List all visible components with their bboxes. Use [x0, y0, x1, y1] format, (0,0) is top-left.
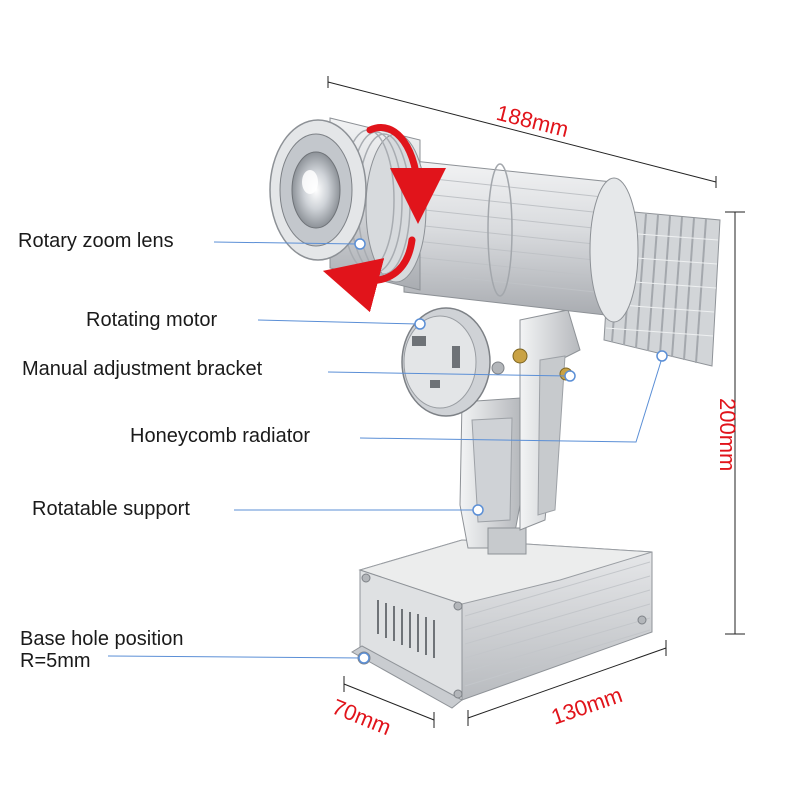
callout-dot-base-hole [358, 652, 370, 664]
callout-dot-rotary-zoom-lens [354, 238, 366, 250]
leader-line-base-hole [107, 655, 363, 659]
callout-dot-rotatable-support [472, 504, 484, 516]
leader-line-honeycomb-radiator [359, 357, 663, 443]
label-manual-adjustment-bracket: Manual adjustment bracket [22, 358, 263, 380]
dimension-line-length [327, 76, 717, 188]
label-honeycomb-radiator: Honeycomb radiator [130, 425, 311, 447]
callout-dot-manual-adjustment-bracket [564, 370, 576, 382]
base-box [351, 539, 653, 709]
dimension-line-height [725, 211, 745, 635]
rotating-motor-body [401, 307, 505, 417]
callout-dot-honeycomb-radiator [656, 350, 668, 362]
dimension-line-base-width [343, 676, 435, 728]
label-base-hole-radius: R=5mm [20, 650, 91, 672]
leader-line-manual-adjustment-bracket [327, 371, 569, 377]
label-rotary-zoom-lens: Rotary zoom lens [18, 230, 174, 252]
leader-line-rotating-motor [257, 319, 419, 325]
rotation-arrow [322, 124, 446, 313]
projector-body-tube [403, 159, 639, 323]
label-rotatable-support: Rotatable support [32, 498, 190, 520]
label-rotating-motor: Rotating motor [86, 309, 218, 331]
callout-dot-rotating-motor [414, 318, 426, 330]
leader-line-rotary-zoom-lens [213, 241, 359, 245]
label-base-hole-position: Base hole position [20, 628, 184, 650]
dimension-height-label: 200mm [715, 398, 740, 472]
dimension-line-base-length [467, 640, 667, 726]
